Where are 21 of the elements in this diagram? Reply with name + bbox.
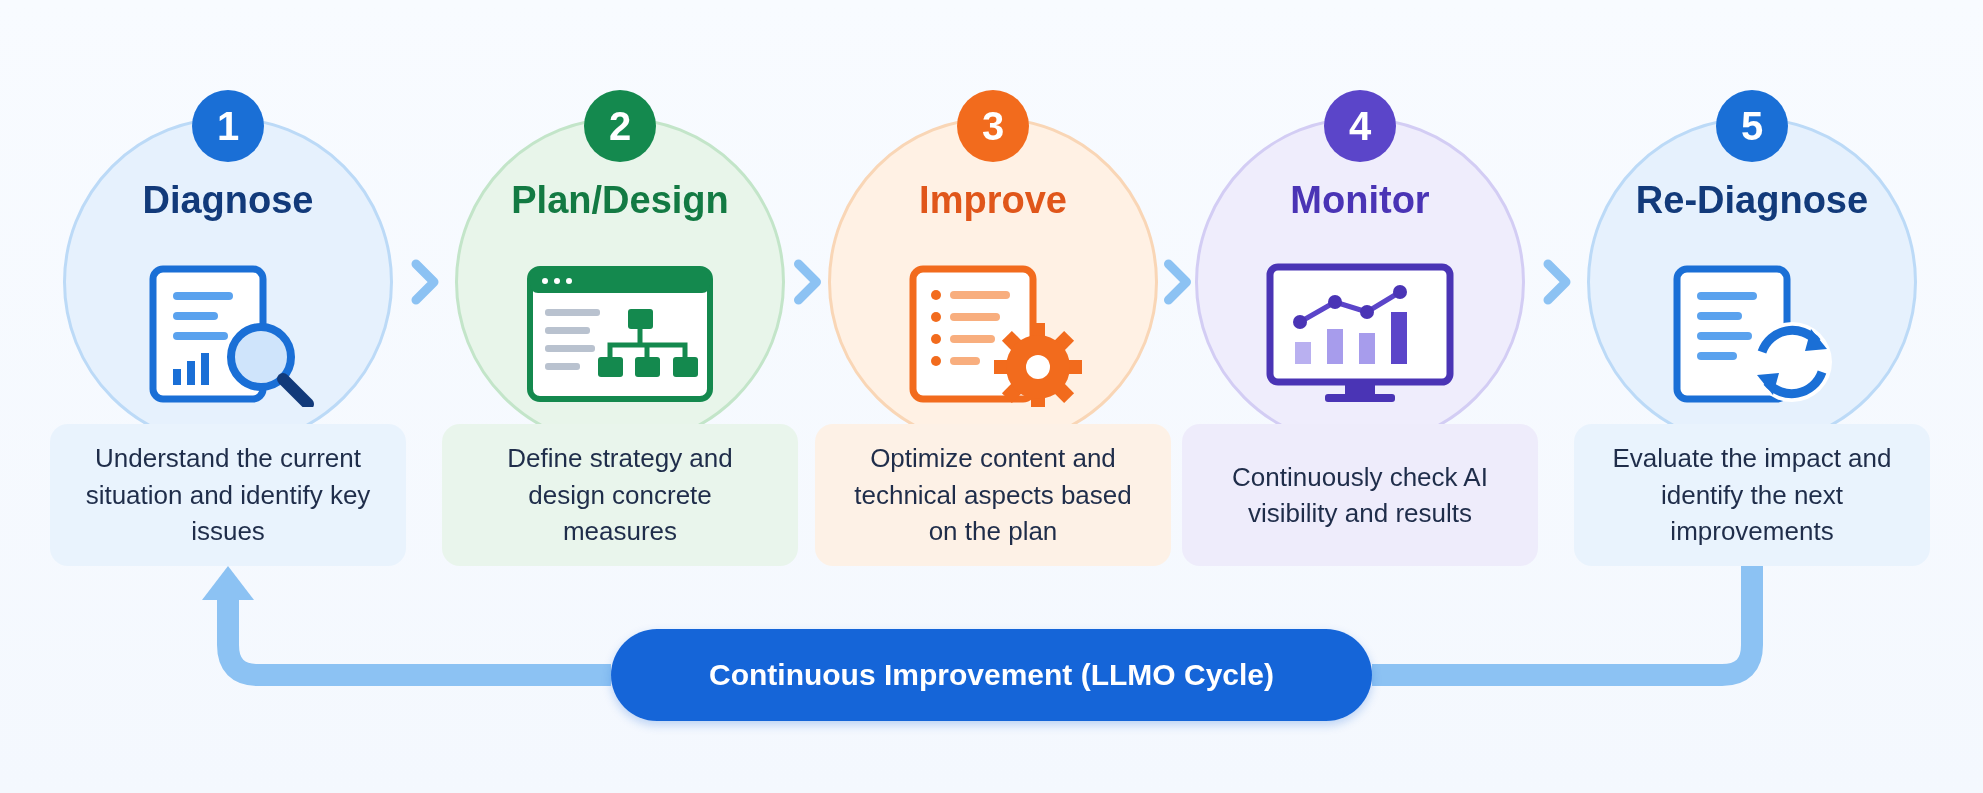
step-number: 5 bbox=[1716, 90, 1788, 162]
step-title: Re-Diagnose bbox=[1635, 179, 1869, 222]
step-number: 2 bbox=[584, 90, 656, 162]
chevron-arrow bbox=[1543, 259, 1571, 305]
step-number: 4 bbox=[1324, 90, 1396, 162]
description-card: Evaluate the impact and identify the next improvements bbox=[1574, 424, 1930, 566]
chevron-arrow bbox=[794, 259, 821, 305]
description-card: Define strategy and design concrete measures bbox=[442, 424, 798, 566]
loop-arrow bbox=[202, 566, 611, 686]
description-card: Optimize content and technical aspects based on the plan bbox=[815, 424, 1171, 566]
step-number: 3 bbox=[957, 90, 1029, 162]
step-title: Improve bbox=[919, 179, 1067, 222]
description-card: Understand the current situation and identify key issues bbox=[50, 424, 406, 566]
chevron-arrow bbox=[1164, 259, 1191, 305]
step-title: Diagnose bbox=[142, 179, 314, 222]
description-card: Continuously check AI visibility and results bbox=[1182, 424, 1538, 566]
step-title: Monitor bbox=[1290, 179, 1430, 222]
chevron-arrow bbox=[411, 259, 439, 305]
step-title: Plan/Design bbox=[511, 179, 729, 222]
step-number: 1 bbox=[192, 90, 264, 162]
cycle-banner: Continuous Improvement (LLMO Cycle) bbox=[611, 629, 1372, 721]
